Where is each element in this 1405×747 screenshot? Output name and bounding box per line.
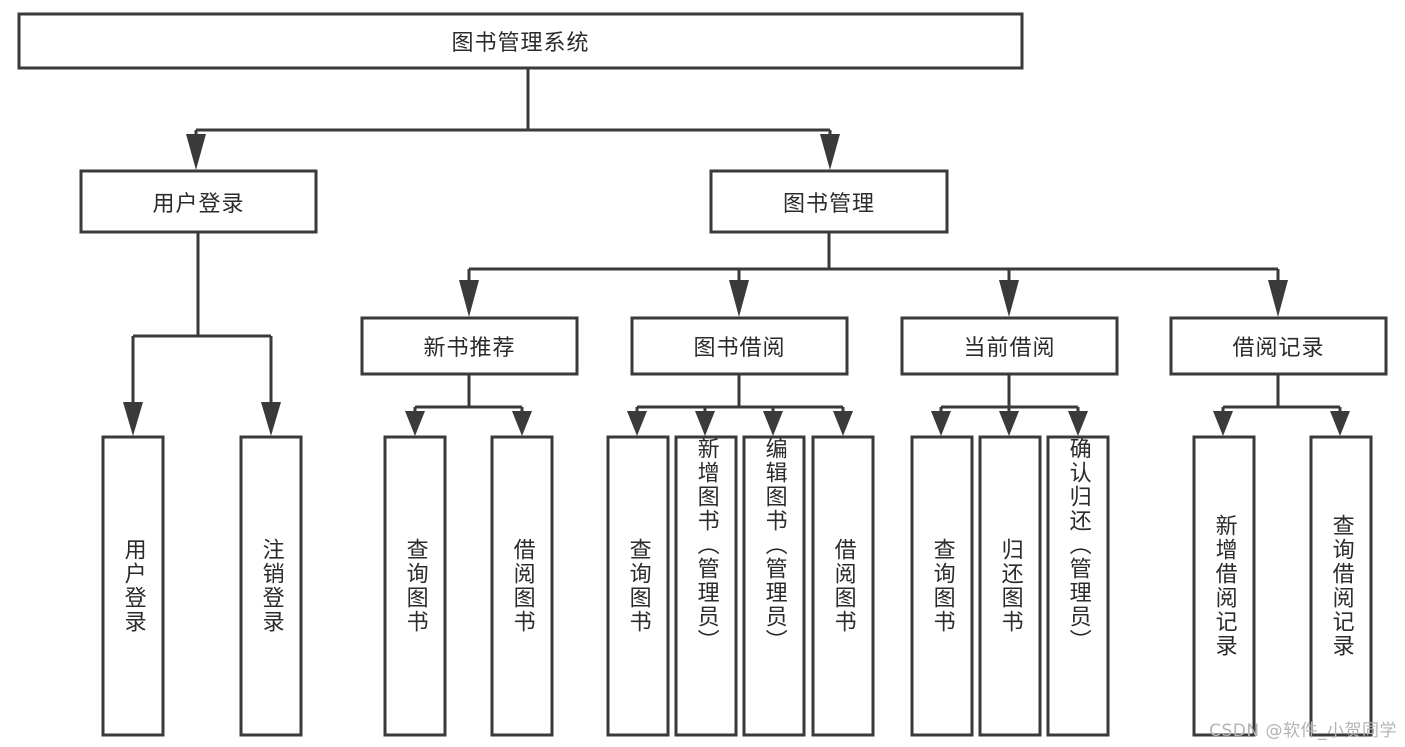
arrowhead-leaf-query-book-1 <box>405 411 425 436</box>
arrowhead-to-book-management <box>820 134 840 170</box>
leafbox-query-record[interactable] <box>1309 435 1373 737</box>
leafbox-borrow-book-1[interactable] <box>490 435 554 737</box>
leafbox-query-book-3[interactable] <box>910 435 974 737</box>
node-user-login[interactable] <box>79 169 318 234</box>
leafbox-user-login[interactable] <box>101 435 165 737</box>
leafbox-borrow-book-2[interactable] <box>811 435 875 737</box>
arrowhead-leaf-query-record <box>1330 411 1350 436</box>
leafbox-confirm-return[interactable] <box>1046 435 1110 737</box>
arrowhead-leaf-edit-book <box>763 411 783 436</box>
node-root-system[interactable] <box>17 12 1024 70</box>
arrowhead-leaf-query-book-3 <box>931 411 951 436</box>
leafbox-return-book[interactable] <box>978 435 1042 737</box>
arrowhead-leaf-confirm-return <box>1068 411 1088 436</box>
arrowhead-to-borrow-records <box>1268 280 1288 317</box>
leafbox-add-book[interactable] <box>674 435 738 737</box>
leafbox-edit-book[interactable] <box>742 435 806 737</box>
arrowhead-to-user-login <box>186 134 206 170</box>
arrowhead-leaf-return-book <box>999 411 1019 436</box>
node-book-management[interactable] <box>709 169 949 234</box>
leafbox-logout[interactable] <box>239 435 303 737</box>
arrowhead-leaf-add-book <box>695 411 715 436</box>
node-borrow-records[interactable] <box>1169 316 1388 376</box>
arrowhead-leaf-add-record <box>1213 411 1233 436</box>
arrowhead-to-book-borrow <box>729 280 749 317</box>
leafbox-add-record[interactable] <box>1192 435 1256 737</box>
node-new-book-recommend[interactable] <box>360 316 579 376</box>
arrowhead-leaf-logout <box>261 402 281 436</box>
csdn-watermark: CSDN @软件_小贺同学 <box>1209 721 1397 741</box>
arrowhead-leaf-query-book-2 <box>627 411 647 436</box>
arrowhead-leaf-borrow-book-2 <box>833 411 853 436</box>
arrowhead-leaf-borrow-book-1 <box>512 411 532 436</box>
node-current-borrow[interactable] <box>900 316 1119 376</box>
arrowhead-to-new-book-recommend <box>459 280 479 317</box>
node-book-borrow[interactable] <box>630 316 849 376</box>
leafbox-query-book-1[interactable] <box>383 435 447 737</box>
arrowhead-to-current-borrow <box>999 280 1019 317</box>
leafbox-query-book-2[interactable] <box>606 435 670 737</box>
arrowhead-leaf-user-login <box>123 402 143 436</box>
